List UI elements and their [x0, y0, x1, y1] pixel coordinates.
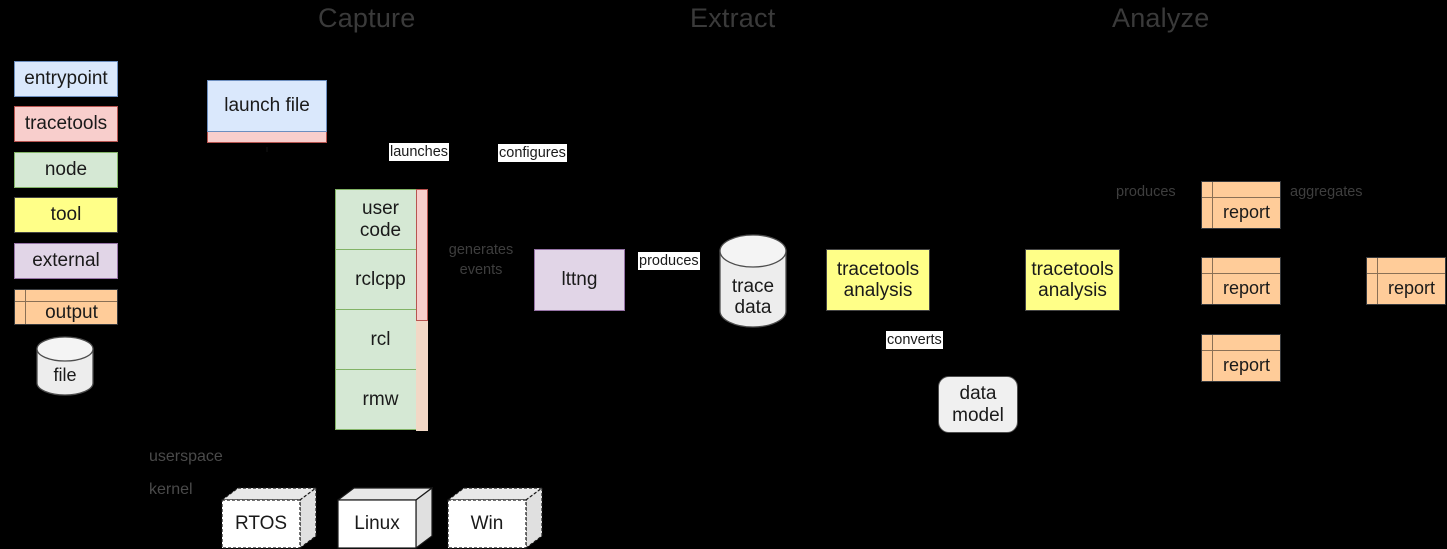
report-node-1: report	[1201, 181, 1281, 229]
cube-icon	[221, 487, 317, 549]
report-node-3-label: report	[1222, 355, 1271, 376]
node-stack-item-rmw: rmw	[335, 369, 426, 430]
label-kernel: kernel	[149, 481, 193, 498]
legend-item-output-label: output	[45, 301, 98, 323]
kernel-node-rtos-label: RTOS	[234, 513, 288, 534]
section-heading-capture: Capture	[318, 3, 416, 33]
cylinder-icon	[719, 234, 787, 328]
edge-label-generates-events: generates events	[448, 242, 514, 278]
cylinder-icon	[36, 336, 94, 396]
note-left-bar	[1202, 258, 1213, 304]
tracetools-strip-instrumented	[416, 189, 428, 321]
label-userspace: userspace	[149, 448, 223, 465]
launch-file-node: launch file	[207, 80, 327, 143]
note-top-bar	[1202, 335, 1280, 351]
data-model-node: data model	[938, 376, 1018, 433]
legend-item-node: node	[14, 152, 118, 188]
edge-label-aggregates: aggregates	[1290, 184, 1363, 200]
report-node-4: report	[1366, 257, 1446, 305]
note-left-bar	[1202, 182, 1213, 228]
report-node-4-label: report	[1387, 278, 1436, 299]
lttng-node: lttng	[534, 249, 625, 311]
legend-item-tracetools: tracetools	[14, 106, 118, 142]
trace-data-node: trace data	[719, 234, 787, 328]
tracetools-strip-faded	[416, 321, 428, 431]
note-left-bar	[1367, 258, 1378, 304]
cube-icon	[337, 487, 433, 549]
note-top-bar	[15, 290, 117, 302]
edge-label-produces-report: produces	[1116, 184, 1176, 200]
kernel-node-rtos: RTOS	[221, 487, 317, 549]
edge-label-produces-trace: produces	[638, 252, 700, 271]
report-node-3: report	[1201, 334, 1281, 382]
kernel-node-linux-label: Linux	[354, 513, 400, 534]
edge-label-converts: converts	[886, 331, 943, 350]
edge-label-configures: configures	[498, 144, 567, 163]
note-left-bar	[15, 290, 26, 324]
cube-icon	[447, 487, 543, 549]
tracetools-analysis-left: tracetools analysis	[826, 249, 930, 311]
launch-file-label: launch file	[207, 80, 327, 132]
node-stack-item-rclcpp: rclcpp	[335, 249, 426, 310]
section-heading-extract: Extract	[690, 3, 776, 33]
note-top-bar	[1202, 258, 1280, 274]
node-stack-item-user-code: user code	[335, 189, 426, 250]
trace-data-label: trace data	[731, 275, 775, 318]
report-node-1-label: report	[1222, 202, 1271, 223]
launch-file-tracetools-strip	[207, 132, 327, 143]
tracetools-analysis-right: tracetools analysis	[1025, 249, 1120, 311]
note-top-bar	[1202, 182, 1280, 198]
kernel-node-win: Win	[447, 487, 543, 549]
legend-item-output: output	[14, 289, 118, 325]
node-stack: user code rclcpp rcl rmw	[335, 189, 428, 431]
section-heading-analyze: Analyze	[1112, 3, 1210, 33]
kernel-node-linux: Linux	[337, 487, 433, 549]
legend-item-external: external	[14, 243, 118, 279]
edge-label-launches: launches	[389, 143, 450, 162]
legend-item-file: file	[36, 336, 94, 396]
report-node-2: report	[1201, 257, 1281, 305]
node-stack-item-rcl: rcl	[335, 309, 426, 370]
report-node-2-label: report	[1222, 278, 1271, 299]
kernel-node-win-label: Win	[470, 513, 504, 534]
legend-item-tool: tool	[14, 197, 118, 233]
note-left-bar	[1202, 335, 1213, 381]
note-top-bar	[1367, 258, 1445, 274]
legend-item-entrypoint: entrypoint	[14, 61, 118, 97]
legend-item-file-label: file	[53, 365, 77, 386]
